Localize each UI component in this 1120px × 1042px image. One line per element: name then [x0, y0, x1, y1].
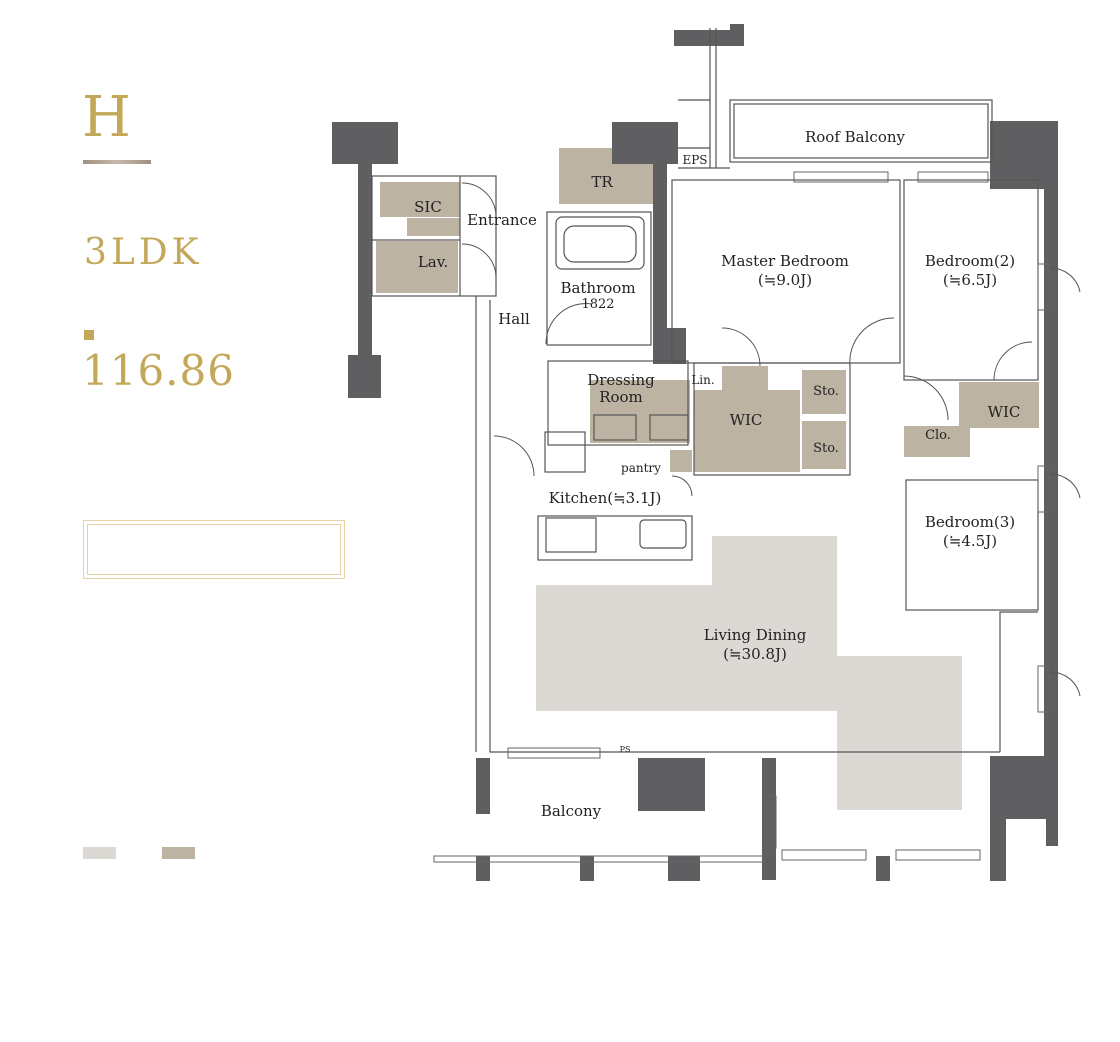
area-marker-icon [84, 330, 94, 340]
wet-area-floors [376, 148, 1039, 472]
master-bedroom-label: Master Bedroom [721, 252, 849, 270]
bathroom-label: Bathroom [560, 279, 635, 297]
room-outlines [371, 28, 1039, 753]
master-bedroom-size: (≒9.0J) [758, 271, 812, 289]
living-dining-floor [536, 536, 962, 810]
floor-area: 116.86 [82, 346, 235, 395]
bedroom2-label: Bedroom(2) [925, 252, 1015, 270]
balcony-label: Balcony [541, 802, 602, 820]
wic-master-label: WIC [730, 411, 763, 429]
unit-info-panel: H 3LDK 116.86 [0, 0, 400, 1042]
lav-label: Lav. [418, 253, 448, 271]
info-box [83, 520, 345, 579]
tr-label: TR [591, 173, 613, 191]
unit-type-letter: H [82, 85, 131, 150]
roof-balcony-label: Roof Balcony [805, 128, 906, 146]
ps-label: PS [620, 745, 631, 754]
linen-label: Lin. [691, 373, 714, 387]
info-box-inner [87, 524, 341, 575]
floor-fills [376, 148, 1039, 810]
dressing-room-label-line1: Dressing [587, 371, 655, 389]
legend-swatch-living [83, 847, 116, 859]
storage1-label: Sto. [813, 384, 839, 399]
hall-label: Hall [498, 310, 530, 328]
dressing-room-label-line2: Room [599, 388, 643, 406]
doors [461, 182, 1081, 697]
windows [433, 171, 1049, 863]
layout-type: 3LDK [84, 232, 203, 273]
type-underline [83, 160, 151, 164]
eps-label: EPS [682, 153, 707, 167]
sic-label: SIC [414, 198, 442, 216]
pantry-label: pantry [621, 461, 661, 475]
wic-bedroom2-label: WIC [988, 403, 1021, 421]
bedroom2-size: (≒6.5J) [943, 271, 997, 289]
living-dining-size: (≒30.8J) [723, 645, 787, 663]
closet-label: Clo. [925, 428, 951, 443]
entrance-label: Entrance [467, 211, 537, 229]
kitchen-label: Kitchen(≒3.1J) [549, 489, 662, 507]
room-labels: Roof Balcony EPS TR SIC Entrance Lav. Ha… [414, 128, 1020, 820]
legend-swatch-wet-area [162, 847, 195, 859]
bathroom-size: 1822 [581, 297, 614, 312]
bedroom3-label: Bedroom(3) [925, 513, 1015, 531]
bedroom3-size: (≒4.5J) [943, 532, 997, 550]
storage2-label: Sto. [813, 441, 839, 456]
walls [332, 24, 1058, 881]
living-dining-label: Living Dining [704, 626, 807, 644]
